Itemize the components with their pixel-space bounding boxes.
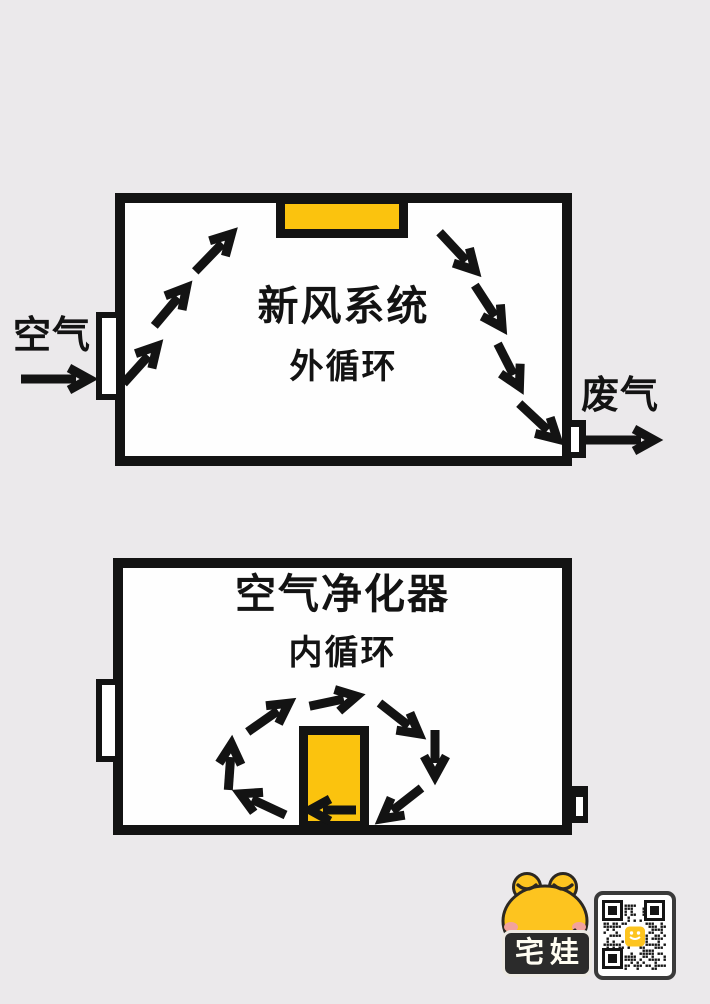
flow-arrow-icon [493,341,525,395]
flow-arrow-icon [245,697,297,736]
flow-arrow-icon [436,229,482,278]
flow-arrow-icon [215,734,246,791]
inlet-vent [96,312,122,400]
exhaust-air-label: 废气 [581,375,660,417]
flow-arrow-icon [192,227,238,275]
bottom-room-outlet [563,786,588,823]
bottom-room-title: 空气净化器 [235,571,450,617]
flow-arrow-icon [300,795,356,825]
flow-arrow-icon [420,730,450,786]
flow-arrow-icon [471,282,508,335]
qr-code [594,891,676,980]
flow-arrow-icon [516,400,565,446]
exhaust-outlet [563,420,586,458]
flow-arrow-icon [376,699,427,740]
inlet-air-label: 空气 [13,315,92,357]
flow-arrow-icon [584,425,664,455]
brand-plate-label: 宅娃 [514,937,585,969]
bottom-room-subtitle: 内循环 [288,634,397,672]
qr-code-modules [602,899,666,970]
flow-arrow-icon [231,787,288,820]
flow-arrow-icon [374,784,425,825]
brand-plate: 宅娃 [502,930,592,977]
bottom-room-vent [96,679,121,762]
top-room-title: 新风系统 [257,283,430,329]
top-room-subtitle: 外循环 [289,348,398,386]
flow-arrow-icon [120,339,164,387]
flow-arrow-icon [308,685,366,715]
flow-arrow-icon [21,364,99,394]
flow-arrow-icon [150,280,193,329]
fresh-air-unit [276,195,408,238]
exhaust-outlet-slot [571,427,579,452]
bottom-room-outlet-slot [576,797,583,816]
